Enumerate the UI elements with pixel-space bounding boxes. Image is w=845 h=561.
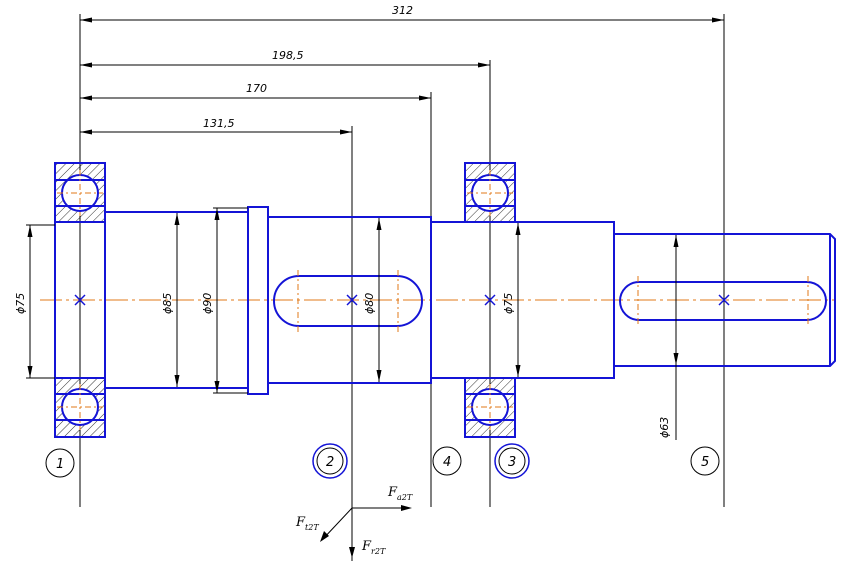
force-radial-label: Fr2T [361, 539, 386, 556]
bearing-right [464, 162, 516, 438]
diameter-75-left: ϕ75 [14, 293, 27, 314]
diameter-75-right: ϕ75 [502, 293, 515, 314]
dim-131-label: 131,5 [203, 117, 235, 130]
diameter-85: ϕ85 [161, 293, 174, 314]
diameter-90: ϕ90 [201, 293, 214, 314]
diameter-lines [26, 207, 679, 440]
dim-198-label: 198,5 [272, 49, 304, 62]
force-axial-label: Fa2T [387, 485, 413, 502]
point-label-1: 1 [56, 457, 64, 472]
diameter-63: ϕ63 [658, 417, 671, 438]
keyway-centerlines [297, 270, 809, 332]
point-label-3: 3 [508, 455, 516, 470]
point-circles [45, 443, 720, 479]
axis-cross-markers [74, 294, 730, 306]
point-label-2: 2 [326, 455, 334, 470]
bearing-left [54, 162, 106, 438]
dimension-lines [79, 14, 725, 561]
point-label-5: 5 [701, 455, 709, 470]
force-vectors [320, 505, 412, 558]
dim-312-label: 312 [392, 4, 413, 17]
point-label-4: 4 [443, 455, 451, 470]
shaft-outline [54, 206, 836, 395]
dim-170-label: 170 [246, 82, 267, 95]
force-tangential-label: Ft2T [295, 515, 319, 532]
diameter-80: ϕ80 [363, 293, 376, 314]
